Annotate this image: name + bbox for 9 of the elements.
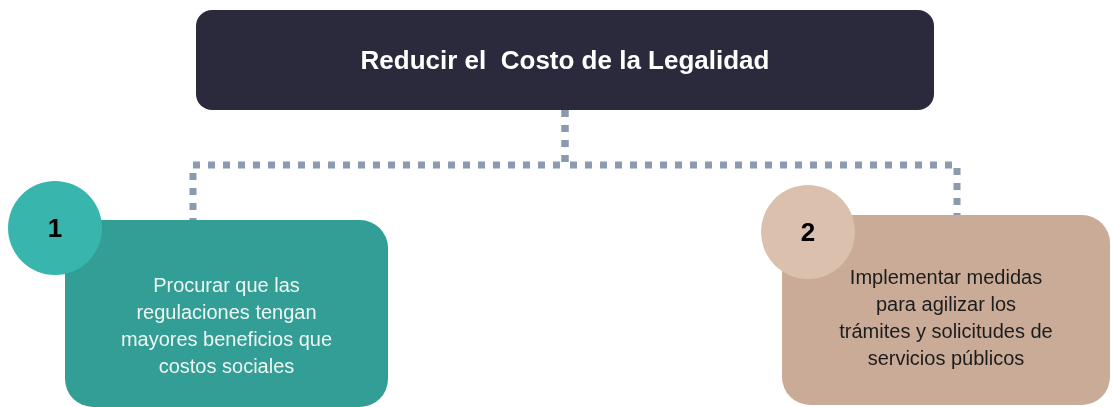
title-box [196,10,934,110]
step-number: 2 [800,215,816,249]
title-text: Reducir el Costo de la Legalidad [360,43,770,77]
process-box [65,220,388,407]
description-text: Procurar que las regulaciones tengan mayores beneficios que costos sociales [119,272,334,379]
step-number: 1 [47,211,63,245]
process-box [782,215,1110,405]
description-text: Implementar medidas para agilizar los trámites y solicitudes de servicios públicos [838,265,1054,371]
dotted-connector [561,110,961,215]
